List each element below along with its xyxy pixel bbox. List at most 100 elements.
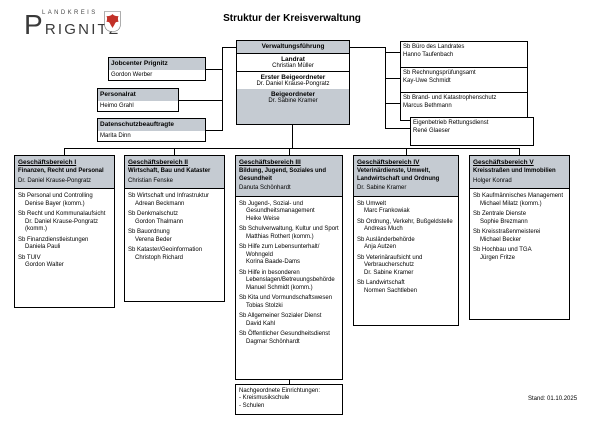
connector-line — [222, 47, 236, 48]
box-nachgeordnete-einrichtungen: Nachgeordnete Einrichtungen: - Kreismusi… — [235, 383, 343, 416]
connector-line — [385, 47, 386, 129]
connector-line — [385, 128, 410, 129]
dept-title: Geschäftsbereich II — [128, 159, 188, 166]
connector-line — [385, 52, 400, 53]
unit-person: Dagmar Schönhardt — [246, 338, 300, 345]
unit-item: Sb Allgemeiner Sozialer Dienst David Kah… — [239, 313, 339, 328]
unit-item: Sb TUIV Gordon Walter — [18, 255, 111, 270]
dept-subtitle: Wirtschaft, Bau und Kataster — [128, 168, 211, 175]
landkreis-prignitz-logo: LANDKREIS PRIGNITZ — [24, 9, 154, 62]
unit-person: Normen Sachtleben — [364, 287, 418, 294]
unit-title: Sb Schulverwaltung, Kultur und Sport — [239, 226, 339, 233]
unit-title: Sb Denkmalschutz — [128, 211, 179, 218]
unit-title: Sb Hilfe in besonderen Lebenslagen/Betre… — [239, 269, 335, 284]
connector-line — [348, 47, 385, 48]
leadership-section-beigeordneter: Beigeordneter Dr. Sabine Kramer — [237, 89, 349, 124]
connector-line — [177, 100, 222, 101]
unit-person: Korina Baade-Dams — [246, 259, 301, 266]
dept-subtitle: Kreisstraßen und Immobilien — [473, 168, 556, 175]
box-title: Jobcenter Prignitz — [109, 58, 205, 70]
unit-title: Sb Hilfe zum Lebensunterhalt/ Wohngeld — [239, 244, 320, 258]
unit-title: Sb Hochbau und TGA — [473, 247, 532, 254]
dept-header: Geschäftsbereich II Wirtschaft, Bau und … — [124, 155, 225, 190]
unit-item: Sb Ordnung, Verkehr, Bußgeldstelle Andre… — [357, 219, 455, 234]
box-brand-und-katastrophenschutz: Sb Brand- und Katastrophenschutz Marcus … — [400, 92, 528, 121]
box-rechnungspruefungsamt: Sb Rechnungsprüfungsamt Kay-Uwe Schmidt — [400, 67, 528, 96]
dept-title: Geschäftsbereich IV — [357, 159, 420, 166]
connector-line — [385, 78, 400, 79]
unit-item: Sb Öffentlicher Gesundheitsdienst Dagmar… — [239, 331, 339, 346]
unit-item: Sb Personal und Controlling Denise Bayer… — [18, 193, 111, 208]
unit-person: Manuel Schmidt (komm.) — [246, 284, 313, 291]
page-title: Struktur der Kreisverwaltung — [223, 13, 361, 24]
person-name: Heimo Grahl — [100, 103, 134, 109]
box-jobcenter-prignitz: Jobcenter Prignitz Gordon Werber — [108, 57, 206, 81]
subordinate-list: - Kreismusikschule - Schulen — [239, 395, 339, 411]
unit-person: Verena Beder — [135, 236, 172, 243]
unit-person: Tobias Stolzki — [246, 302, 283, 309]
unit-item: Sb Kreisstraßenmeisterei Michael Becker — [473, 229, 566, 244]
unit-person: Dr. Daniel Krause-Pongratz (komm.) — [25, 218, 99, 233]
unit-person: Michael Becker — [480, 236, 522, 243]
box-personalrat: Personalrat Heimo Grahl — [97, 88, 179, 112]
unit-item: Sb Denkmalschutz Gordon Thalmann — [128, 211, 221, 226]
unit-person: Gordon Thalmann — [135, 218, 184, 225]
connector-line — [385, 103, 400, 104]
box-leadership: Landrat Christian Müller Erster Beigeord… — [236, 53, 350, 125]
box-title: Eigenbetrieb Rettungsdienst — [413, 120, 489, 126]
dept-geschaeftsbereich-i: Geschäftsbereich I Finanzen, Recht und P… — [14, 155, 115, 309]
connector-line — [222, 47, 223, 131]
person-name: René Glaeser — [413, 127, 451, 134]
connector-line — [204, 130, 222, 131]
unit-person: Daniela Pauli — [25, 244, 61, 251]
box-title: Datenschutzbeauftragte — [98, 119, 205, 131]
unit-person: Andreas Much — [364, 226, 403, 233]
box-title: Sb Büro des Landrates — [403, 44, 465, 50]
dept-title: Geschäftsbereich V — [473, 159, 534, 166]
unit-person: Adrean Beckmann — [135, 200, 185, 207]
unit-title: Sb Ausländerbehörde — [357, 236, 415, 243]
subordinate-item: - Schulen — [239, 403, 265, 410]
unit-item: Sb Hilfe zum Lebensunterhalt/ Wohngeld K… — [239, 244, 339, 267]
unit-title: Sb Bauordnung — [128, 229, 170, 236]
dept-subtitle: Veterinärdienste, Umwelt, Landwirtschaft… — [357, 168, 440, 182]
subordinate-title: Nachgeordnete Einrichtungen: — [239, 387, 321, 394]
unit-title: Sb TUIV — [18, 254, 41, 261]
person-name: Kay-Uwe Schmidt — [403, 77, 451, 84]
unit-item: Sb Wirtschaft und Infrastruktur Adrean B… — [128, 193, 221, 208]
dept-geschaeftsbereich-iv: Geschäftsbereich IV Veterinärdienste, Um… — [353, 155, 459, 326]
connector-line — [288, 379, 290, 384]
unit-item: Sb Kataster/Geoinformation Christoph Ric… — [128, 247, 221, 262]
unit-title: Sb Finanzdienstleistungen — [18, 236, 89, 243]
unit-item: Sb Kaufmännisches Management Michael Mil… — [473, 193, 566, 208]
unit-item: Sb Hilfe in besonderen Lebenslagen/Betre… — [239, 270, 339, 293]
dept-geschaeftsbereich-v: Geschäftsbereich V Kreisstraßen und Immo… — [469, 155, 570, 321]
person-name: Marcus Bethmann — [403, 102, 452, 109]
dept-subtitle: Finanzen, Recht und Personal — [18, 168, 104, 175]
unit-item: Sb Bauordnung Verena Beder — [128, 229, 221, 244]
logo-prignitz-text: PRIGNITZ — [24, 9, 121, 40]
dept-header: Geschäftsbereich V Kreisstraßen und Immo… — [469, 155, 570, 190]
unit-person: Christoph Richard — [135, 254, 184, 261]
dept-header: Geschäftsbereich IV Veterinärdienste, Um… — [353, 155, 459, 197]
unit-item: Sb Landwirtschaft Normen Sachtleben — [357, 280, 455, 295]
unit-title: Sb Kataster/Geoinformation — [128, 247, 203, 254]
unit-person: Anja Autzen — [364, 244, 397, 251]
unit-person: Sophie Brezmann — [480, 218, 528, 225]
unit-title: Sb Allgemeiner Sozialer Dienst — [239, 313, 322, 320]
unit-item: Sb Zentrale Dienste Sophie Brezmann — [473, 211, 566, 226]
box-eigenbetrieb-rettungsdienst: Eigenbetrieb Rettungsdienst René Glaeser — [410, 117, 534, 146]
dept-geschaeftsbereich-ii: Geschäftsbereich II Wirtschaft, Bau und … — [124, 155, 225, 303]
box-title: Sb Rechnungsprüfungsamt — [403, 70, 476, 76]
unit-person: Denise Bayer (komm.) — [25, 200, 85, 207]
dept-units-list: Sb Jugend-, Sozial- und Gesundheitsmanag… — [235, 195, 343, 380]
person-name: Dr. Daniel Krause-Pongratz — [256, 81, 330, 87]
connector-line — [64, 148, 65, 156]
connector-line — [289, 148, 290, 156]
unit-title: Sb Recht und Kommunalaufsicht — [18, 211, 106, 218]
unit-title: Sb Ordnung, Verkehr, Bußgeldstelle — [357, 218, 453, 225]
verwaltungsfuehrung-label: Verwaltungsführung — [261, 43, 325, 50]
unit-title: Sb Wirtschaft und Infrastruktur — [128, 193, 210, 200]
dept-units-list: Sb Umwelt Marc Frankowiak Sb Ordnung, Ve… — [353, 195, 459, 326]
box-buero-des-landrates: Sb Büro des Landrates Hanno Taufenbach — [400, 41, 528, 70]
